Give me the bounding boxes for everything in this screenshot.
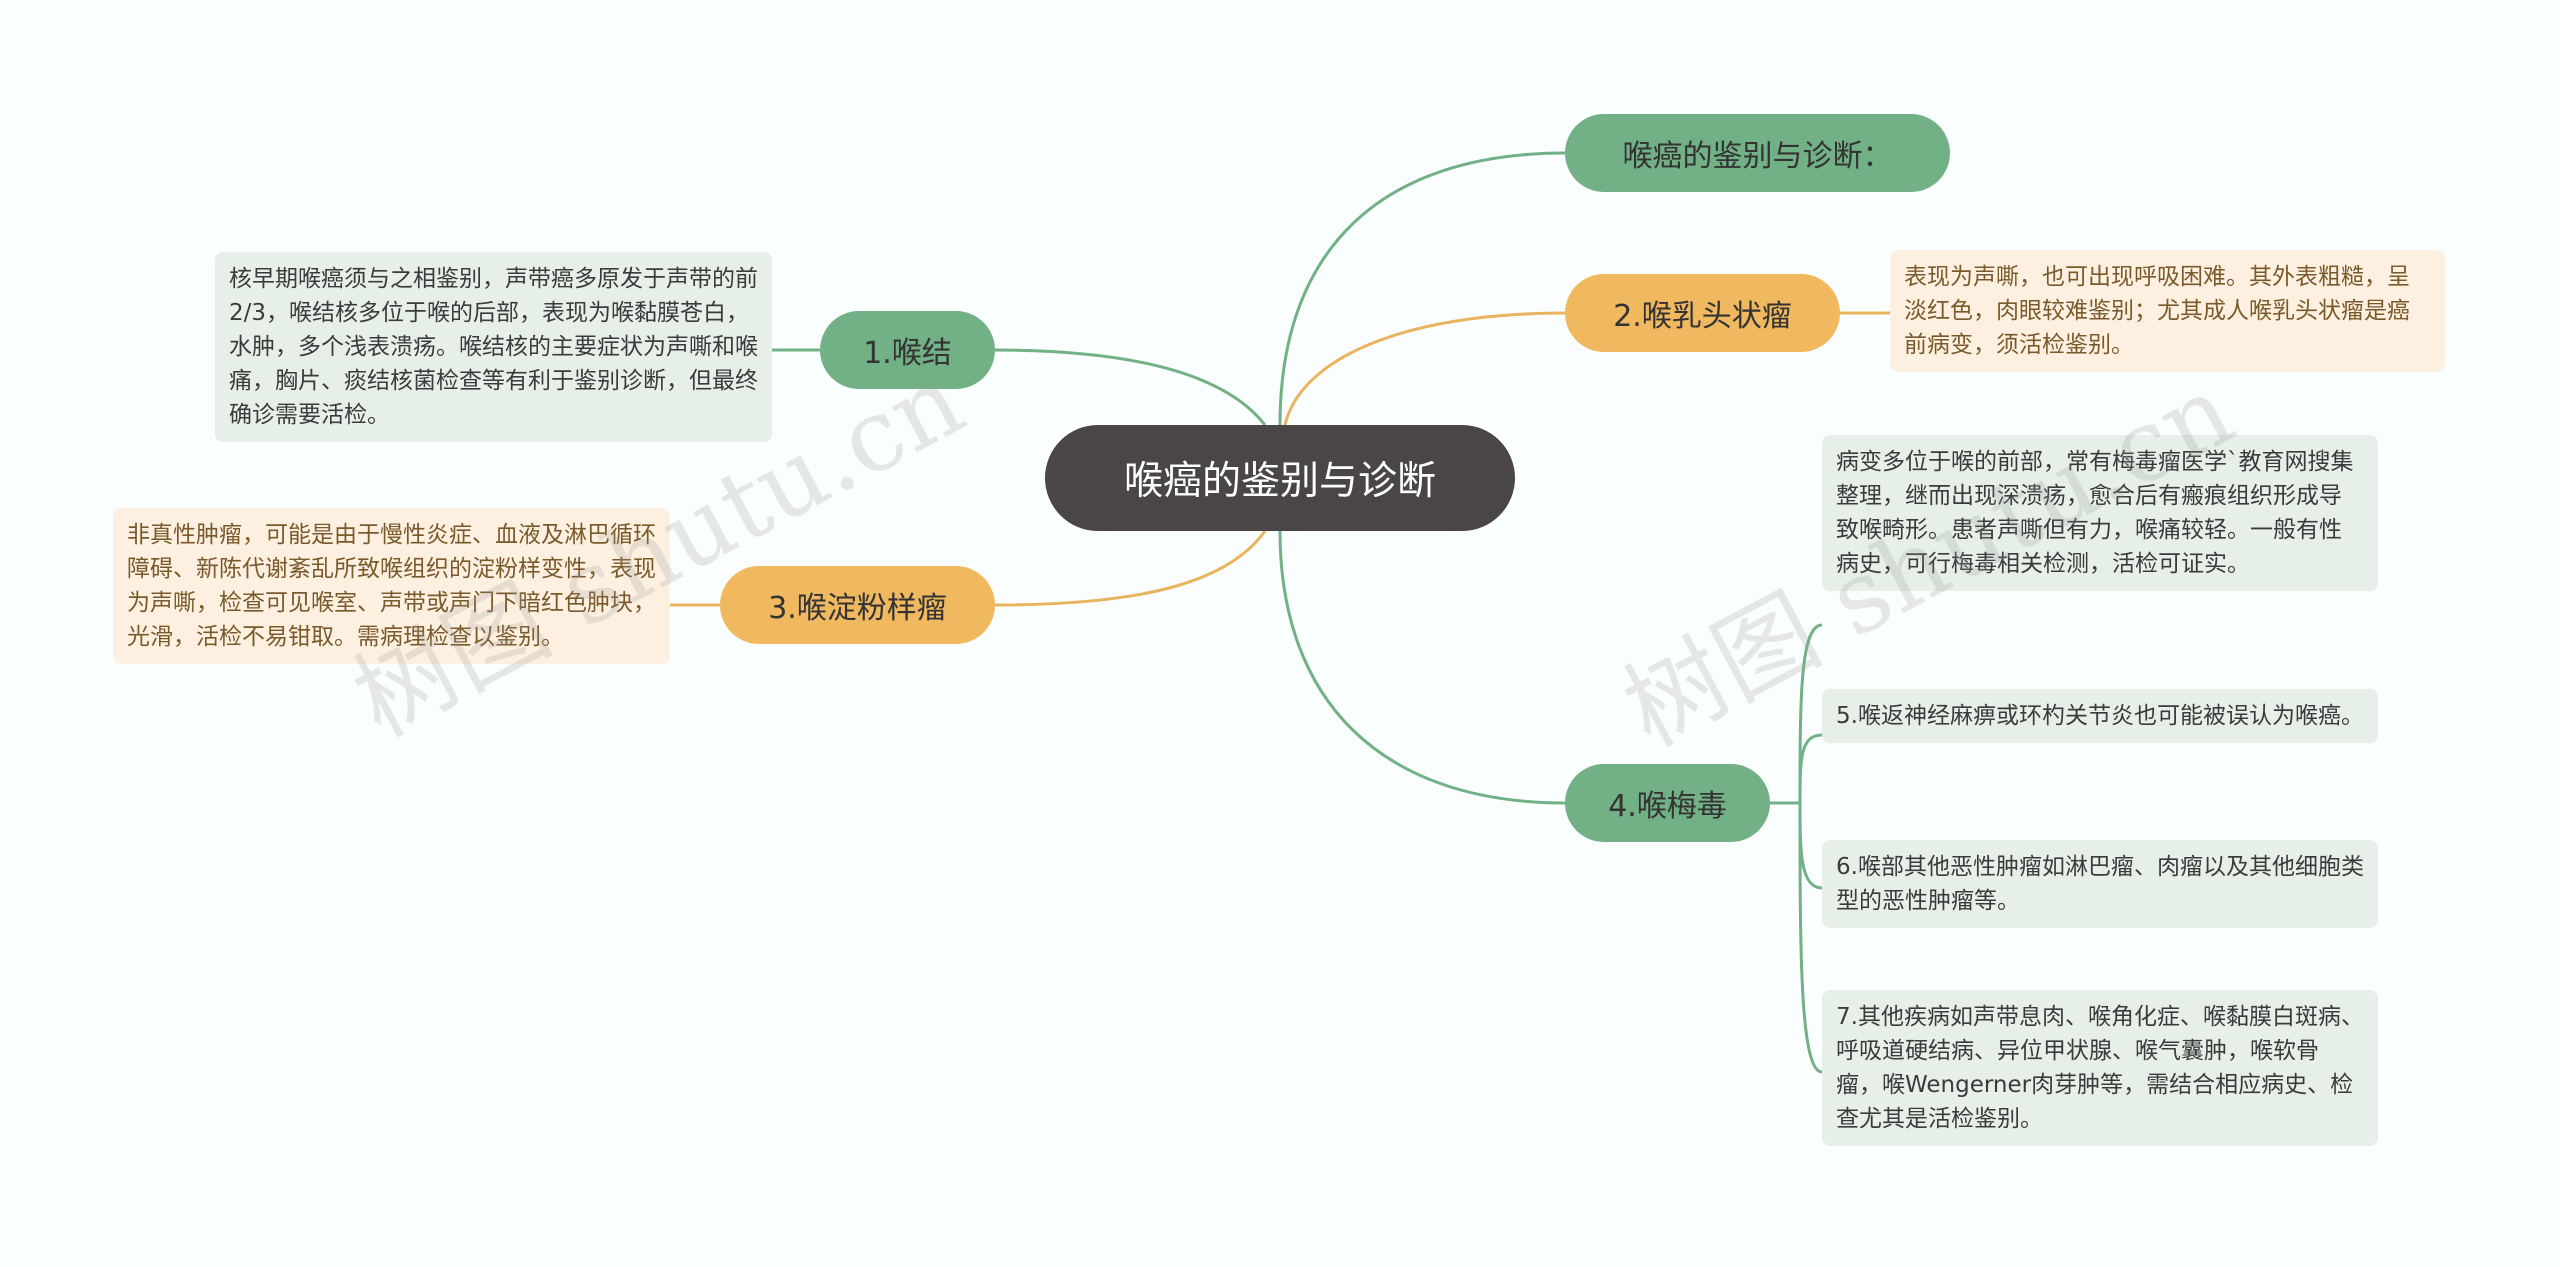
branch-intro-label: 喉癌的鉴别与诊断： (1622, 139, 1893, 174)
connector-root-intro (1278, 151, 1566, 426)
branch-tuberculosis[interactable]: 1.喉结 (820, 311, 995, 389)
connector-root-b3 (994, 530, 1267, 607)
root-node[interactable]: 喉癌的鉴别与诊断 (1045, 425, 1515, 531)
branch-amyloid[interactable]: 3.喉淀粉样瘤 (720, 566, 995, 644)
branch-papilloma-label: 2.喉乳头状瘤 (1613, 299, 1792, 334)
branch-amyloid-label: 3.喉淀粉样瘤 (768, 591, 947, 626)
leaf-tuberculosis-text: 核早期喉癌须与之相鉴别，声带癌多原发于声带的前2/3，喉结核多位于喉的后部，表现… (215, 252, 772, 442)
root-label: 喉癌的鉴别与诊断 (1123, 459, 1436, 504)
leaf-amyloid-text: 非真性肿瘤，可能是由于慢性炎症、血液及淋巴循环障碍、新陈代谢紊乱所致喉组织的淀粉… (113, 508, 670, 664)
leaf-syphilis-text-2: 5.喉返神经麻痹或环杓关节炎也可能被误认为喉癌。 (1822, 689, 2378, 743)
branch-syphilis-label: 4.喉梅毒 (1608, 789, 1727, 824)
branch-syphilis[interactable]: 4.喉梅毒 (1565, 764, 1770, 842)
leaf-syphilis-text-1: 病变多位于喉的前部，常有梅毒瘤医学`教育网搜集整理，继而出现深溃疡，愈合后有瘢痕… (1822, 435, 2378, 591)
connector-b4-leaf1 (1798, 623, 1823, 804)
connector-root-b4 (1278, 530, 1566, 805)
connector-root-b1 (994, 348, 1267, 426)
connector-b4-leaf2 (1798, 733, 1823, 804)
leaf-syphilis-text-3: 6.喉部其他恶性肿瘤如淋巴瘤、肉瘤以及其他细胞类型的恶性肿瘤等。 (1822, 840, 2378, 928)
connector-root-b2 (1283, 311, 1566, 426)
branch-intro[interactable]: 喉癌的鉴别与诊断： (1565, 114, 1950, 192)
connector-b4-leaf4 (1798, 802, 1823, 1074)
branch-tuberculosis-label: 1.喉结 (863, 336, 952, 371)
branch-papilloma[interactable]: 2.喉乳头状瘤 (1565, 274, 1840, 352)
leaf-papilloma-text: 表现为声嘶，也可出现呼吸困难。其外表粗糙，呈淡红色，肉眼较难鉴别；尤其成人喉乳头… (1890, 250, 2445, 372)
connector-b4-leaf3 (1798, 802, 1823, 890)
leaf-syphilis-text-4: 7.其他疾病如声带息肉、喉角化症、喉黏膜白斑病、呼吸道硬结病、异位甲状腺、喉气囊… (1822, 990, 2378, 1146)
